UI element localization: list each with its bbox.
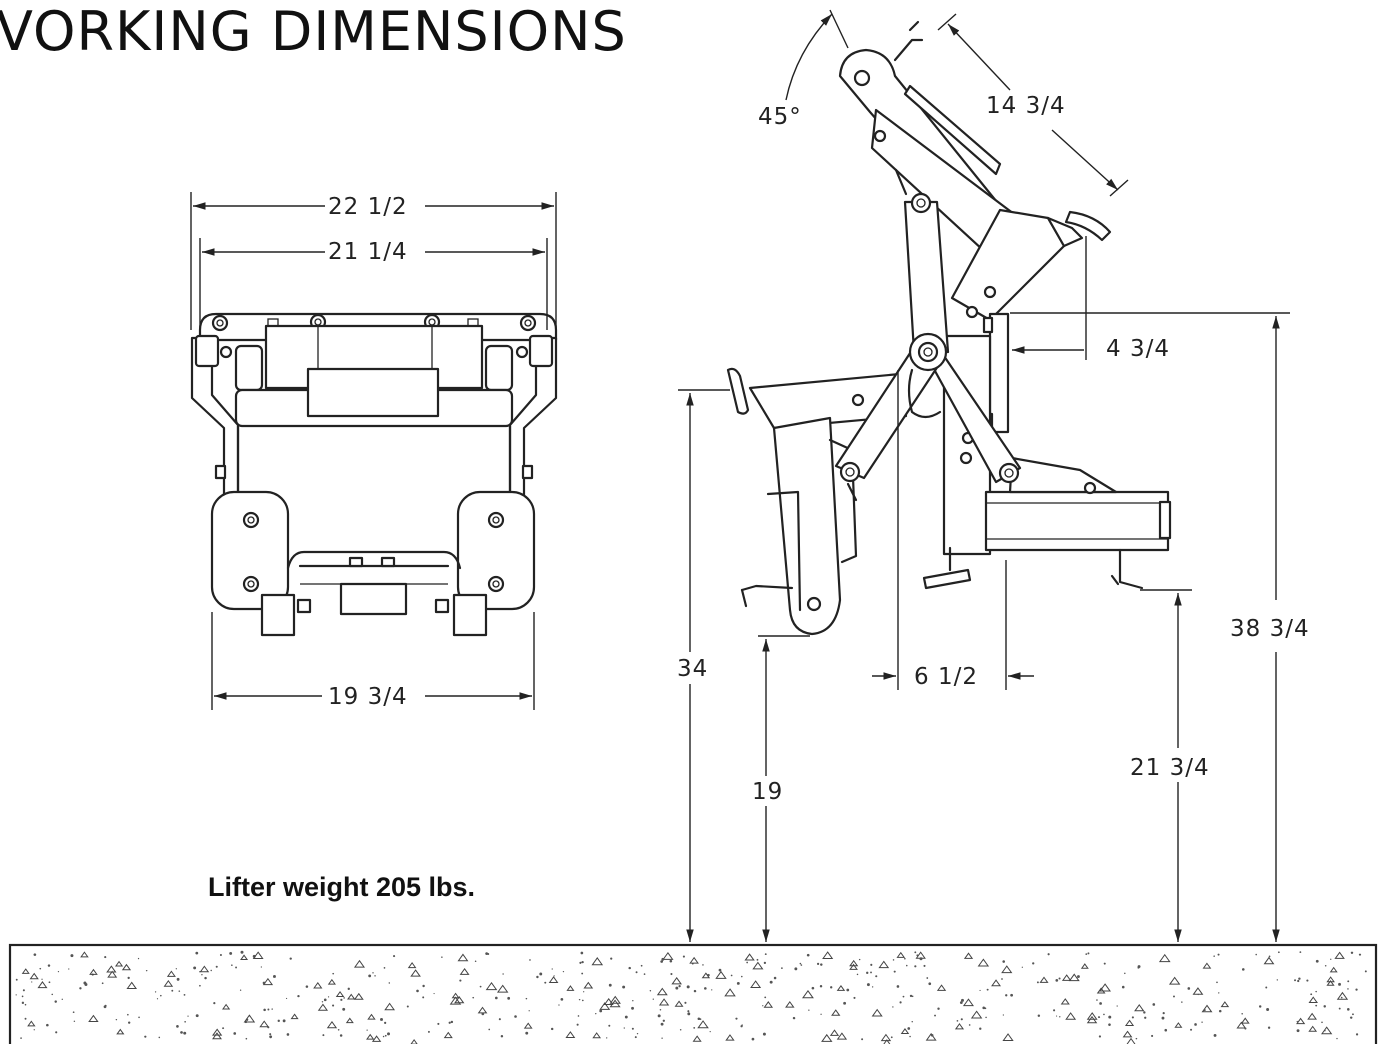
front-hitch-block <box>339 582 408 616</box>
dim-tilt-angle: 45° <box>758 104 802 130</box>
side-handle-grip <box>726 367 750 415</box>
side-dimensions: 45° 14 3/4 4 3/4 38 3/4 34 19 6 1/2 <box>677 9 1310 942</box>
dim-arm-length: 14 3/4 <box>986 93 1066 119</box>
front-left-pad <box>210 490 290 611</box>
dim-plate-offset: 4 3/4 <box>1106 336 1170 362</box>
dim-overall-height: 38 3/4 <box>1230 616 1310 642</box>
front-center-block <box>306 367 440 418</box>
side-left-leg <box>772 416 842 636</box>
bolt-icon <box>519 314 537 332</box>
dim-front-inner-width: 21 1/4 <box>328 239 408 265</box>
dim-receiver-height: 21 3/4 <box>1130 755 1210 781</box>
side-link-upper <box>903 200 950 354</box>
ground-slab <box>8 943 1378 1044</box>
front-right-pad <box>456 490 536 611</box>
side-pin-handle <box>1064 210 1112 242</box>
bolt-icon <box>211 314 229 332</box>
side-receiver-tube <box>984 490 1170 552</box>
dim-handle-height: 34 <box>677 656 708 682</box>
side-view <box>726 20 1172 636</box>
dim-pivot-offset: 6 1/2 <box>914 664 978 690</box>
weight-note: Lifter weight 205 lbs. <box>208 872 475 902</box>
front-view <box>190 312 558 637</box>
front-dimensions: 22 1/2 21 1/4 19 3/4 <box>190 192 557 710</box>
page-title: VORKING DIMENSIONS <box>0 0 627 63</box>
dim-front-base-width: 19 3/4 <box>328 684 408 710</box>
side-upper-bracket <box>950 208 1066 322</box>
dim-front-outer-width: 22 1/2 <box>328 194 408 220</box>
dim-bottom-clearance: 19 <box>752 779 783 805</box>
